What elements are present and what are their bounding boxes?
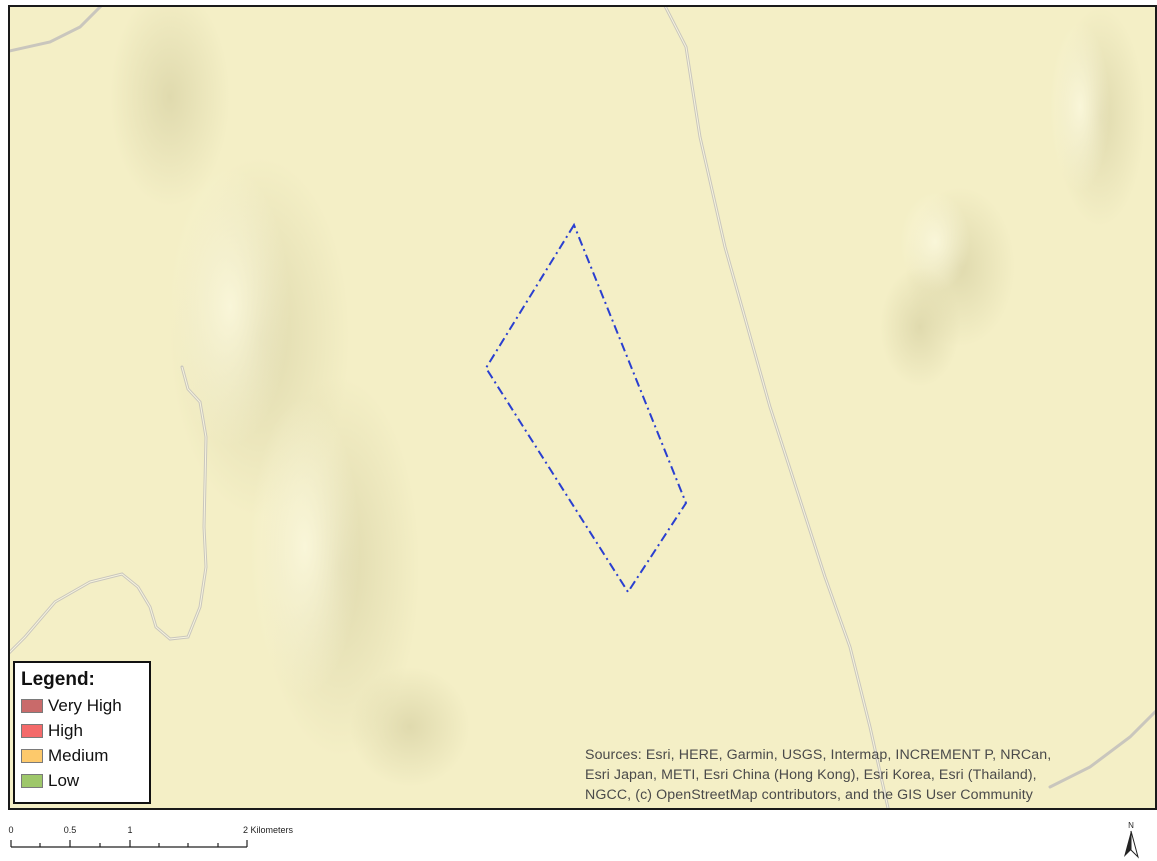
road-southeast[interactable] — [1048, 707, 1157, 789]
scale-bar: 0 0.5 1 2 Kilometers — [8, 825, 294, 848]
legend-label: Low — [48, 770, 80, 790]
map-frame[interactable]: Legend: Very High High Medium Low Source… — [8, 5, 1157, 810]
scale-tick-label: 0 — [8, 825, 13, 835]
attribution-line: Sources: Esri, HERE, Garmin, USGS, Inter… — [585, 747, 1052, 763]
study-area-boundary[interactable] — [484, 222, 688, 594]
legend-swatch — [21, 723, 43, 738]
legend-label: Very High — [48, 695, 122, 715]
road-west[interactable] — [10, 365, 208, 657]
legend-item-low: Low — [21, 768, 149, 793]
legend: Legend: Very High High Medium Low — [13, 661, 151, 804]
scale-tick-label: 2 Kilometers — [243, 825, 294, 835]
hillshade-layer — [110, 7, 1145, 787]
legend-swatch — [21, 698, 43, 713]
north-arrow-icon: N — [1124, 821, 1139, 859]
road-northwest[interactable] — [10, 7, 105, 53]
scale-tick-label: 0.5 — [64, 825, 77, 835]
road-main-diagonal[interactable] — [663, 7, 890, 810]
map-canvas[interactable] — [10, 7, 1157, 810]
legend-swatch — [21, 748, 43, 763]
legend-item-very-high: Very High — [21, 693, 149, 718]
legend-swatch — [21, 773, 43, 788]
map-attribution: Sources: Esri, HERE, Garmin, USGS, Inter… — [585, 745, 1155, 805]
legend-item-high: High — [21, 718, 149, 743]
legend-label: High — [48, 720, 83, 740]
north-arrow-label: N — [1128, 821, 1134, 830]
legend-label: Medium — [48, 745, 109, 765]
legend-title: Legend: — [21, 669, 95, 690]
attribution-line: NGCC, (c) OpenStreetMap contributors, an… — [585, 787, 1033, 803]
legend-item-medium: Medium — [21, 743, 149, 768]
attribution-line: Esri Japan, METI, Esri China (Hong Kong)… — [585, 767, 1037, 783]
scale-tick-label: 1 — [127, 825, 132, 835]
